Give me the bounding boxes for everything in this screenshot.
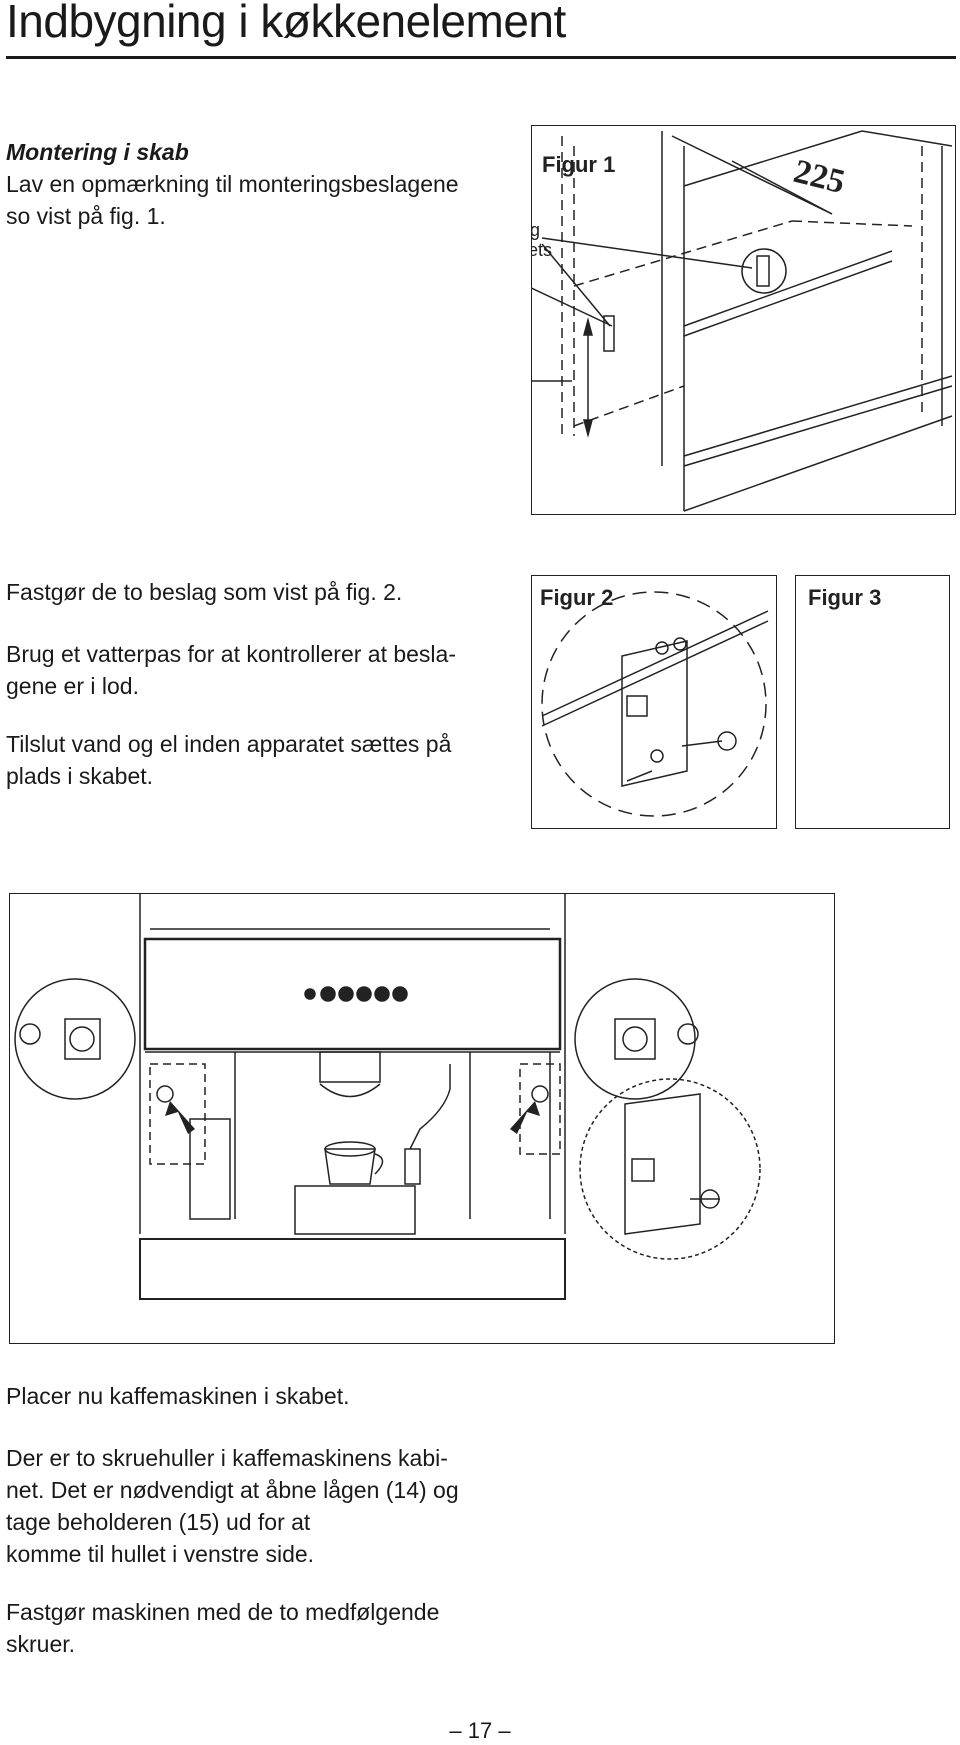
text-line: net. Det er nødvendigt at åbne lågen (14… bbox=[6, 1477, 459, 1503]
figure-2 bbox=[531, 575, 777, 829]
text-line: so vist på fig. 1. bbox=[6, 203, 166, 229]
coffee-machine-drawing bbox=[14, 894, 761, 1300]
figure-2-drawing bbox=[541, 591, 769, 817]
text-line: skruer. bbox=[6, 1631, 76, 1657]
paragraph-connect: Tilslut vand og el inden apparatet sætte… bbox=[6, 728, 451, 792]
figure-2-label: Figur 2 bbox=[540, 585, 614, 610]
paragraph-level: Brug et vatterpas for at kontrollerer at… bbox=[6, 638, 456, 702]
text-line: Tilslut vand og el inden apparatet sætte… bbox=[6, 731, 452, 757]
text-line: komme til hullet i venstre side. bbox=[6, 1541, 315, 1567]
coffee-machine-illustration bbox=[9, 893, 835, 1344]
paragraph-holes: Der er to skruehuller i kaffemaskinens k… bbox=[6, 1442, 459, 1570]
paragraph-screws: Fastgør maskinen med de to medfølgende s… bbox=[6, 1596, 439, 1660]
text-line: gene er i lod. bbox=[6, 673, 139, 699]
callout-fixing: Fixing bbox=[532, 220, 540, 240]
text-line: Brug et vatterpas for at kontrollerer at… bbox=[6, 641, 456, 667]
section-heading: Montering i skab bbox=[6, 139, 189, 165]
text-line: Lav en opmærkning til monteringsbeslagen… bbox=[6, 171, 459, 197]
callout-brackets: brackets bbox=[532, 240, 552, 260]
figure-3-label: Figur 3 bbox=[808, 585, 882, 610]
page-number: – 17 – bbox=[449, 1718, 511, 1743]
text-line: Fastgør de to beslag som vist på fig. 2. bbox=[6, 579, 403, 605]
text-line: tage beholderen (15) ud for at bbox=[6, 1509, 311, 1535]
section-mounting: Montering i skab Lav en opmærkning til m… bbox=[6, 136, 459, 232]
paragraph-fasten: Fastgør de to beslag som vist på fig. 2. bbox=[6, 576, 402, 608]
page-title: Indbygning i køkkenelement bbox=[6, 0, 566, 47]
figure-1: 225 200 Fixing brackets bbox=[531, 125, 956, 515]
figure-1-left-detail bbox=[583, 317, 593, 438]
figure-1-label: Figur 1 bbox=[542, 152, 616, 177]
title-rule bbox=[6, 56, 956, 59]
paragraph-place: Placer nu kaffemaskinen i skabet. bbox=[6, 1380, 349, 1412]
text-line: plads i skabet. bbox=[6, 763, 154, 789]
dimension-225: 225 bbox=[790, 153, 848, 201]
text-line: Fastgør maskinen med de to medfølgende bbox=[6, 1599, 440, 1625]
text-line: Der er to skruehuller i kaffemaskinens k… bbox=[6, 1445, 448, 1471]
text-line: Placer nu kaffemaskinen i skabet. bbox=[6, 1383, 350, 1409]
figure-3 bbox=[795, 575, 950, 829]
